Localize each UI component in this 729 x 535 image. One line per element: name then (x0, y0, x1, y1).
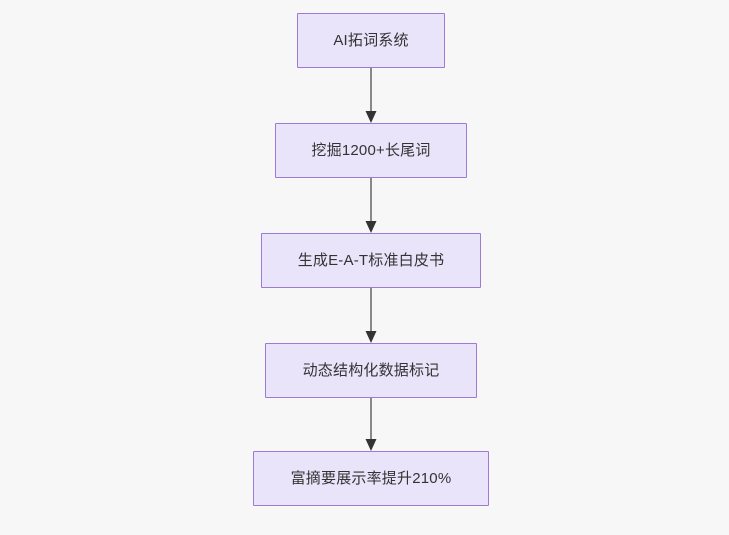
edge-n2-n3 (364, 178, 378, 233)
edge-n4-n5 (364, 397, 378, 451)
flowchart-node-label: 富摘要展示率提升210% (290, 469, 452, 487)
flowchart-node-mine-longtail-keywords[interactable]: 挖掘1200+长尾词 (275, 123, 467, 178)
flowchart-node-label: 生成E-A-T标准白皮书 (297, 251, 445, 269)
flowchart-node-ai-keyword-system[interactable]: AI拓词系统 (297, 13, 445, 68)
flowchart-node-generate-eat-whitepaper[interactable]: 生成E-A-T标准白皮书 (261, 233, 481, 288)
edge-n3-n4 (364, 288, 378, 343)
flowchart-node-label: 动态结构化数据标记 (302, 361, 440, 379)
flowchart-node-label: 挖掘1200+长尾词 (311, 141, 431, 159)
flowchart-node-label: AI拓词系统 (333, 31, 409, 49)
flowchart-node-dynamic-structured-data-markup[interactable]: 动态结构化数据标记 (265, 343, 477, 398)
flowchart-node-rich-snippet-rate-increase[interactable]: 富摘要展示率提升210% (253, 451, 489, 506)
edge-n1-n2 (364, 68, 378, 123)
